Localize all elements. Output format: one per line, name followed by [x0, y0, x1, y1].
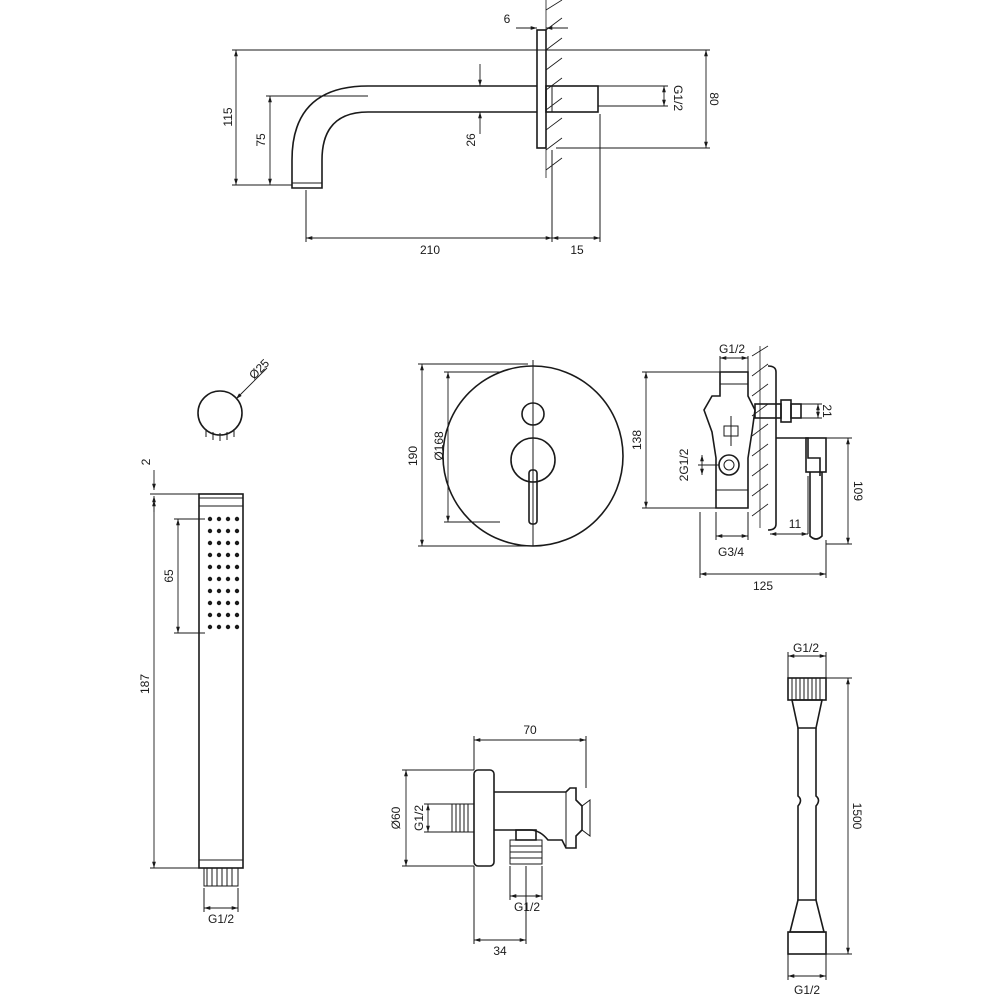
diverter-knob — [521, 402, 545, 426]
dim-g12-hose-top: G1/2 — [793, 641, 819, 655]
dim-g12-hose-bottom: G1/2 — [794, 983, 820, 997]
dim-109: 109 — [851, 481, 865, 501]
mixer-handle-base — [776, 437, 821, 476]
mixer-handle-lever — [809, 472, 823, 540]
dim-2g12: 2G1/2 — [677, 448, 691, 481]
dim-1500: 1500 — [850, 803, 864, 830]
outlet-view: 70 Ø60 G1/2 G1/2 34 — [389, 723, 591, 958]
spout-inlet — [545, 85, 599, 113]
dim-210: 210 — [420, 243, 440, 257]
dim-187: 187 — [138, 674, 152, 694]
spout-view: 115 75 26 6 G1/2 80 210 15 — [221, 0, 721, 257]
dim-d168: Ø168 — [432, 431, 446, 461]
mixer-outlet-port — [718, 454, 740, 476]
dim-75: 75 — [254, 133, 268, 147]
outlet-thread-in — [451, 803, 475, 833]
mixer-body — [703, 371, 756, 509]
dim-26: 26 — [464, 133, 478, 147]
hose-nut-bottom — [787, 931, 827, 955]
handshower-body — [198, 493, 244, 869]
dim-138: 138 — [630, 430, 644, 450]
spout-tube — [291, 85, 537, 189]
dim-190: 190 — [406, 446, 420, 466]
hose-view: G1/2 1500 G1/2 — [787, 641, 864, 997]
dim-65: 65 — [162, 569, 176, 583]
handshower-view: Ø25 2 187 — [138, 356, 272, 926]
mixer-wall-hatch — [751, 345, 769, 528]
dim-d60: Ø60 — [389, 806, 403, 829]
mixer-front-view: 190 Ø168 — [406, 360, 624, 547]
mixer-cover-plate — [767, 365, 777, 531]
dim-11: 11 — [789, 517, 802, 531]
dim-70: 70 — [523, 723, 537, 737]
dim-g12-outlet-b: G1/2 — [514, 900, 540, 914]
dim-80: 80 — [707, 92, 721, 106]
handshower-thread — [203, 867, 239, 887]
handshower-end-view — [197, 390, 243, 436]
dim-g12-outlet-a: G1/2 — [412, 805, 426, 831]
nozzle-grid — [207, 516, 240, 630]
dim-2: 2 — [139, 458, 153, 465]
mixer-side-view: G1/2 138 2G1/2 21 109 11 G3/4 125 — [630, 342, 865, 593]
dim-g34: G3/4 — [718, 545, 744, 559]
dim-6: 6 — [504, 12, 511, 26]
wall-hatch — [545, 0, 563, 178]
outlet-flange — [473, 769, 495, 867]
spout-flange — [536, 29, 547, 149]
mixer-lever — [528, 469, 538, 525]
dim-34: 34 — [493, 944, 507, 958]
hose-tube — [797, 728, 820, 900]
dim-21: 21 — [820, 404, 834, 418]
dim-15: 15 — [570, 243, 584, 257]
dim-115: 115 — [221, 107, 235, 126]
dim-g12-mixer-top: G1/2 — [719, 342, 745, 356]
dim-d25: Ø25 — [246, 356, 272, 382]
outlet-body — [494, 787, 583, 849]
mixer-cartridge — [510, 437, 556, 483]
dim-125: 125 — [753, 579, 773, 593]
dim-g12-handshower: G1/2 — [208, 912, 234, 926]
dim-g12-spout: G1/2 — [671, 85, 685, 111]
